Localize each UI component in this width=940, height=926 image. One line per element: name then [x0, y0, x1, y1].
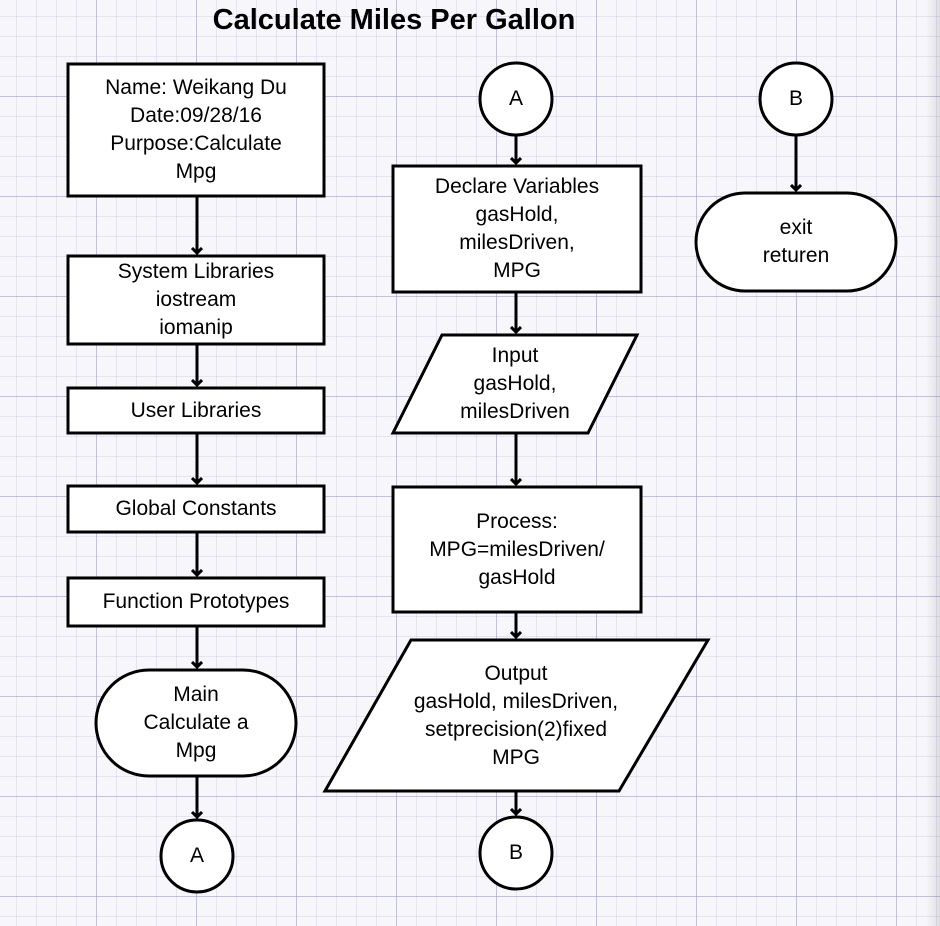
label-line: A [508, 87, 523, 110]
label-line: A [189, 844, 204, 867]
label-line: MPG [493, 259, 541, 282]
output-parallelogram-shape [322, 638, 711, 793]
declare-variables-shape [391, 164, 643, 294]
label-line: User Libraries [130, 398, 262, 422]
label-line: Calculate a [143, 711, 249, 734]
label-line: gasHold [478, 565, 556, 589]
input-parallelogram-shape [390, 333, 640, 435]
global-constants-label: Global Constants [68, 486, 324, 532]
process-box-shape [391, 485, 643, 614]
connector-a-bottom-shape [159, 818, 235, 894]
label-line: Input [491, 344, 539, 367]
label-line: MPG [492, 745, 540, 769]
label-line: MPG=milesDriven/ [429, 537, 605, 561]
label-line: Process: [476, 509, 558, 533]
function-prototypes-label: Function Prototypes [68, 578, 324, 626]
label-line: Main [173, 683, 219, 706]
diagram-title: Calculate Miles Per Gallon [212, 4, 576, 36]
connector-b-bottom-label: B [480, 817, 552, 889]
label-line: B [508, 841, 523, 864]
label-line: setprecision(2)fixed [424, 717, 608, 741]
system-libraries-label: System Libraries iostream iomanip [68, 256, 324, 344]
connector-b-bottom-shape [478, 815, 554, 891]
label-line: Date:09/28/16 [130, 104, 262, 127]
label-line: System Libraries [117, 260, 275, 283]
system-libraries-shape [66, 254, 326, 346]
label-line: returen [762, 244, 830, 267]
label-line: iomanip [159, 316, 233, 339]
label-line: milesDriven, [459, 231, 575, 254]
declare-variables-label: Declare Variables gasHold, milesDriven, MPG [393, 166, 641, 292]
input-label: Input gasHold, milesDriven [415, 335, 615, 433]
label-line: Function Prototypes [102, 590, 290, 613]
exit-terminator-shape [694, 191, 898, 293]
label-line: Purpose:Calculate [110, 132, 282, 155]
label-line: Name: Weikang Du [105, 76, 287, 99]
label-line: gasHold, [473, 372, 557, 395]
header-box-shape [66, 62, 326, 198]
exit-terminator-label: exit returen [696, 193, 896, 291]
label-line: Mpg [175, 739, 217, 762]
label-line: gasHold, [475, 203, 559, 226]
label-line: Output [484, 661, 548, 685]
label-line: exit [779, 216, 813, 239]
label-line: B [788, 87, 803, 110]
label-line: Mpg [175, 160, 217, 183]
connector-a-bottom-label: A [161, 820, 233, 892]
connector-b-top-label: B [760, 63, 832, 135]
label-line: milesDriven [460, 400, 570, 423]
label-line: Declare Variables [434, 175, 600, 198]
label-line: gasHold, milesDriven, [413, 689, 619, 713]
page-edge-shadow [926, 0, 940, 926]
label-line: iostream [155, 288, 237, 311]
connector-a-top-label: A [480, 63, 552, 135]
output-label: Output gasHold, milesDriven, setprecision(… [380, 644, 652, 787]
user-libraries-label: User Libraries [68, 388, 324, 433]
label-line: Global Constants [115, 497, 277, 520]
process-label: Process: MPG=milesDriven/gasHold [393, 487, 641, 612]
